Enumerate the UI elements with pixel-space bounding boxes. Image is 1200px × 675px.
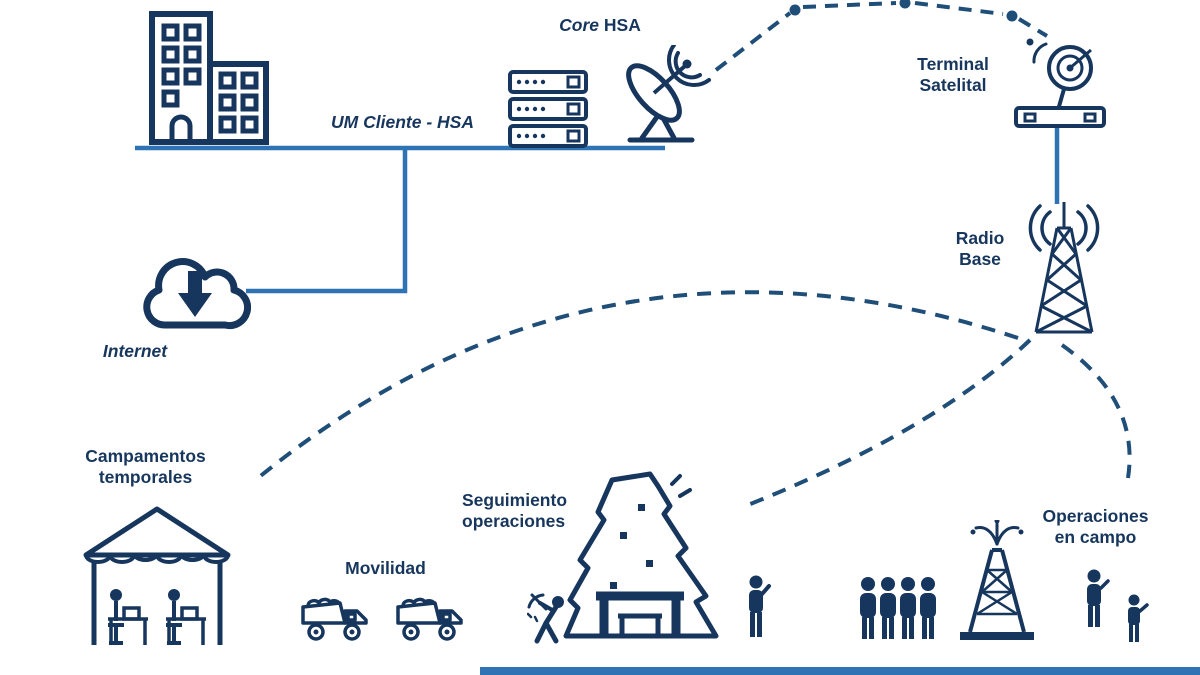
seguimiento-label: Seguimiento operaciones: [462, 490, 568, 531]
dashed-link-campamentos: [256, 290, 1019, 480]
miner-icon: [527, 593, 564, 644]
radio-base-label: Radio Base: [955, 228, 1005, 269]
satellite-dash-2: [914, 1, 1004, 16]
terminal-satelital-icon: [1014, 38, 1106, 128]
satellite-dish-icon: [626, 45, 711, 143]
core-hsa-label: Core HSA: [540, 15, 660, 36]
operaciones-campo-label: Operaciones en campo: [1042, 506, 1149, 547]
mine-table-icon: [596, 591, 684, 636]
satellite-node-dot: [899, 0, 911, 9]
sparkle-marks: [670, 474, 692, 498]
oil-derrick-icon: [960, 520, 1034, 640]
internet-cloud-icon: [143, 258, 251, 330]
tent-icon: [83, 506, 231, 645]
mine-mountain-icon: [563, 471, 719, 639]
satellite-dash-1: [802, 1, 897, 9]
gusher-splash: [974, 522, 1020, 546]
um-cliente-label: UM Cliente - HSA: [331, 112, 474, 132]
bottom-bar: [480, 667, 1200, 675]
dashed-link-operaciones: [1060, 343, 1132, 479]
download-arrow-icon: [178, 271, 212, 317]
campamentos-label: Campamentos temporales: [85, 446, 206, 487]
satellite-node-dot: [1006, 10, 1018, 22]
internet-branch-line: [246, 148, 408, 294]
movilidad-label: Movilidad: [345, 558, 426, 578]
people-group-icon: [860, 577, 936, 639]
radio-base-tower-icon: [1028, 202, 1100, 334]
internet-label: Internet: [102, 341, 168, 361]
dump-trucks-icon: [301, 597, 463, 641]
field-workers-icon: [1087, 569, 1149, 642]
core-hsa-label-rest: HSA: [599, 15, 641, 35]
core-hsa-label-italic: Core: [559, 15, 600, 35]
server-rack-icon: [508, 70, 588, 148]
worker-icon: [749, 575, 771, 637]
office-buildings-icon: [149, 11, 269, 145]
dish-to-satellite-dash: [714, 11, 792, 72]
workers-at-desks-icon: [108, 589, 206, 645]
terminal-satelital-label: Terminal Satelital: [917, 54, 989, 95]
dashed-link-seguimiento: [747, 338, 1032, 507]
satellite-node-dot: [789, 4, 801, 16]
satellite-to-terminal-dash: [1017, 17, 1049, 38]
